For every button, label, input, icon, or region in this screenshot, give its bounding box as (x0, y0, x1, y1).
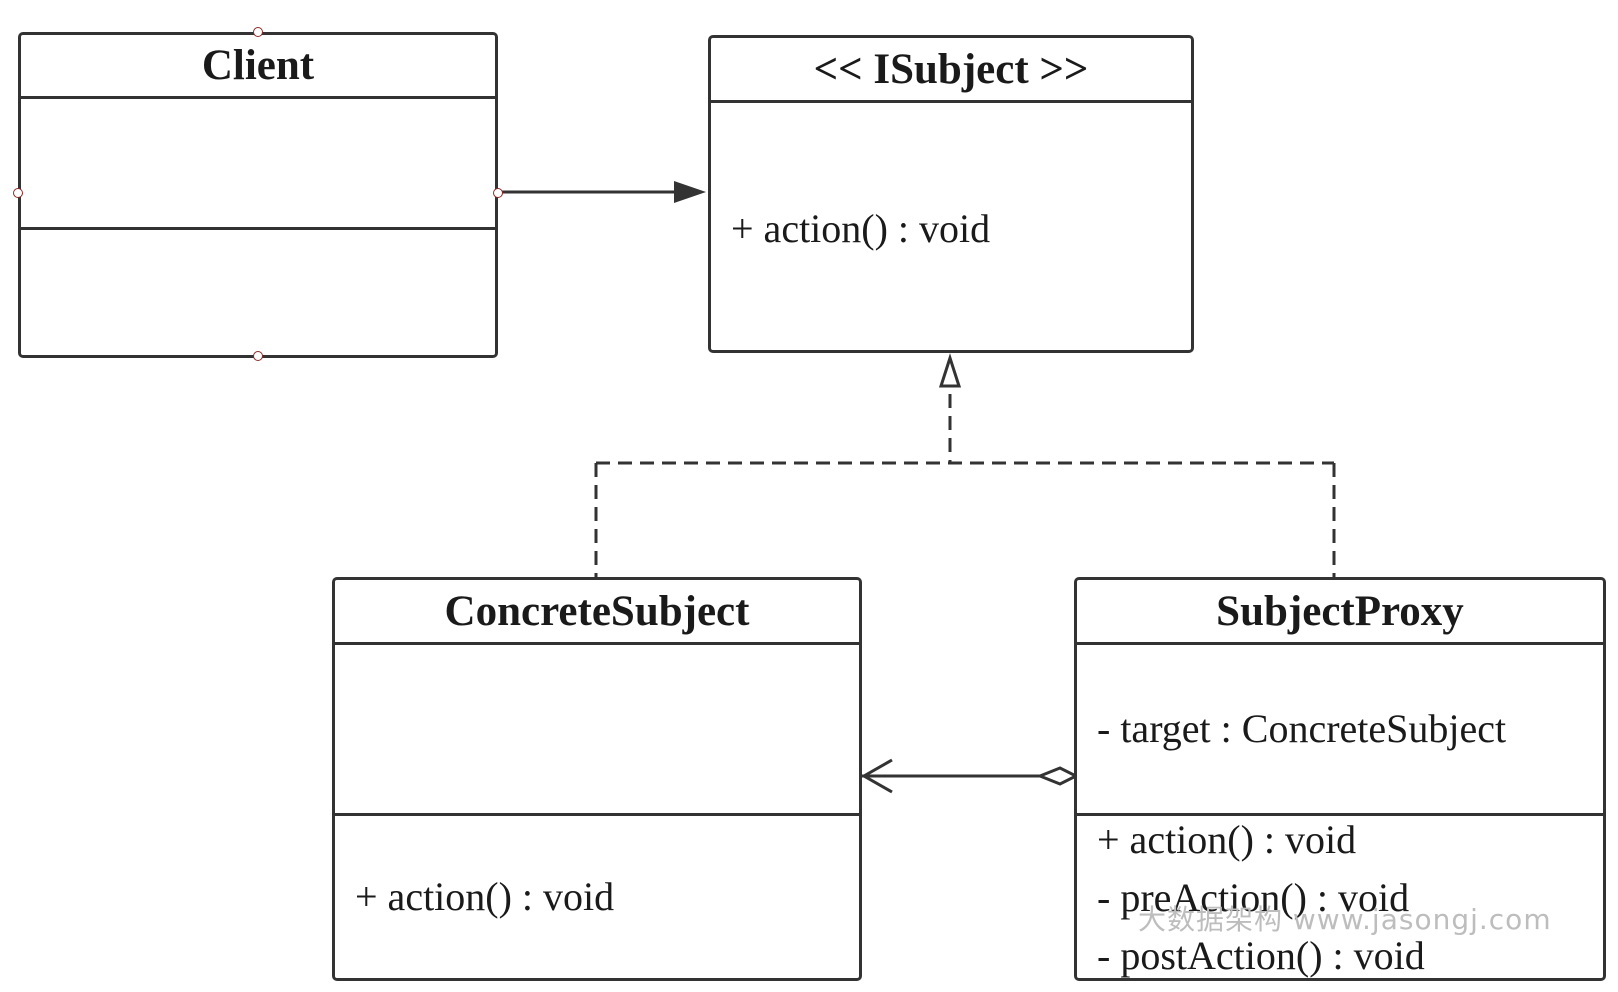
class-concrete-subject: ConcreteSubject + action() : void (332, 577, 862, 981)
interface-isubject: << ISubject >> + action() : void (708, 35, 1194, 353)
realization-arrowhead (938, 353, 962, 388)
class-concrete-subject-divider (335, 813, 859, 816)
association-arrowhead (674, 181, 706, 203)
selection-handle-left[interactable] (13, 188, 23, 198)
isubject-method: + action() : void (731, 206, 991, 251)
subject-proxy-method-action: + action() : void (1097, 817, 1357, 862)
subject-proxy-attribute: - target : ConcreteSubject (1097, 706, 1507, 751)
watermark: 大数据架构 www.jasongj.com (1138, 903, 1552, 936)
class-client-divider (21, 227, 495, 230)
class-client-title: Client (21, 35, 495, 99)
class-subject-proxy-title: SubjectProxy (1077, 580, 1603, 645)
subject-proxy-method-preaction: - preAction() : void (1097, 875, 1410, 920)
selection-handle-top[interactable] (253, 27, 263, 37)
class-subject-proxy: SubjectProxy - target : ConcreteSubject … (1074, 577, 1606, 981)
aggregation-diamond (1035, 766, 1080, 786)
selection-handle-bottom[interactable] (253, 351, 263, 361)
interface-isubject-title: << ISubject >> (711, 38, 1191, 103)
class-client: Client (18, 32, 498, 358)
subject-proxy-method-postaction: - postAction() : void (1097, 933, 1425, 978)
class-subject-proxy-divider (1077, 813, 1603, 816)
class-concrete-subject-title: ConcreteSubject (335, 580, 859, 645)
concrete-subject-method: + action() : void (355, 874, 615, 919)
aggregation-open-arrow (860, 758, 893, 794)
selection-handle-right[interactable] (493, 188, 503, 198)
